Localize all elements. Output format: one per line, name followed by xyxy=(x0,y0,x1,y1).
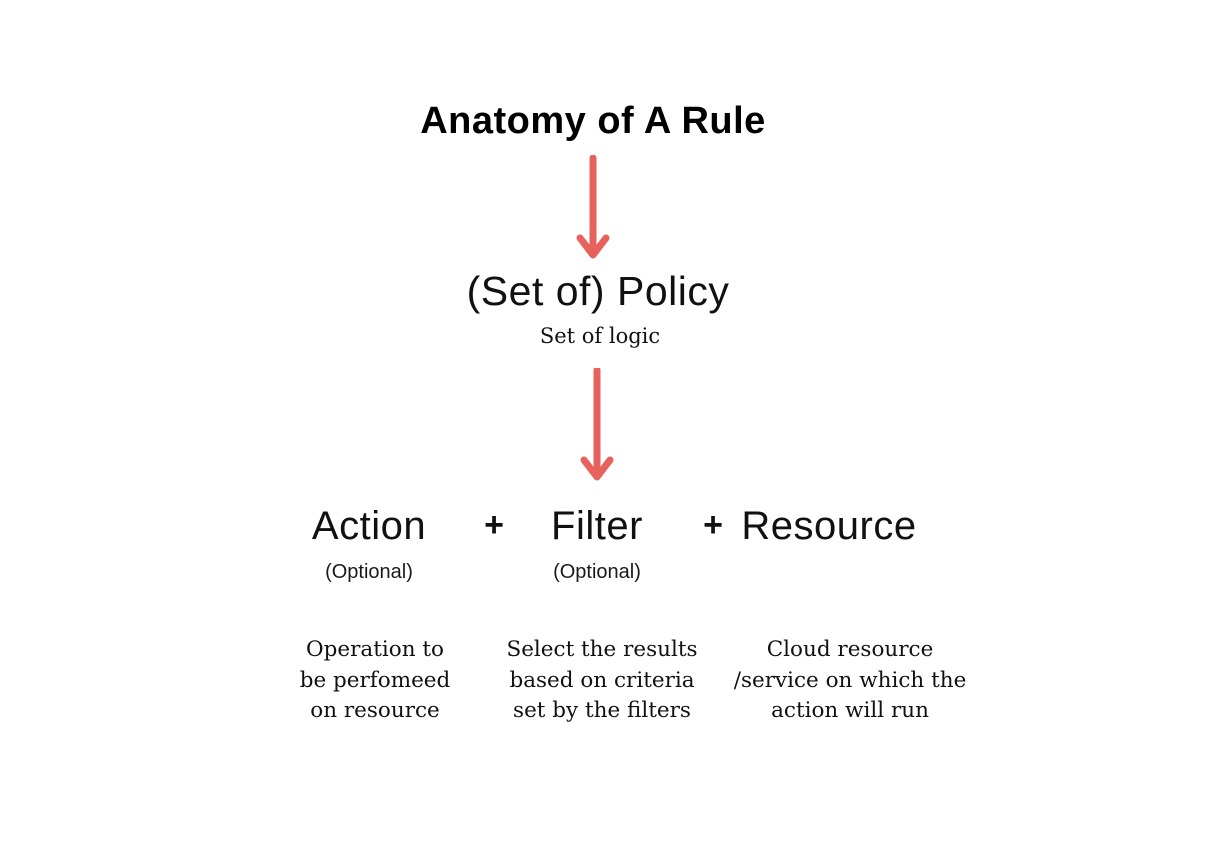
action-description: Operation to be perfomeed on resource xyxy=(299,637,451,723)
diagram-title: Anatomy of A Rule xyxy=(420,100,766,142)
action-optional-qualifier: (Optional) xyxy=(325,561,413,583)
component-action-label: Action xyxy=(311,504,427,548)
filter-description: Select the results based on criteria set… xyxy=(506,637,698,723)
plus-operator: + xyxy=(703,506,723,544)
component-resource-label: Resource xyxy=(741,504,917,548)
down-arrow-icon xyxy=(576,155,610,259)
plus-operator: + xyxy=(484,506,504,544)
policy-subheading: Set of logic xyxy=(539,324,661,348)
down-arrow-icon xyxy=(580,368,614,481)
filter-optional-qualifier: (Optional) xyxy=(553,561,641,583)
resource-description: Cloud resource /service on which the act… xyxy=(733,637,967,723)
policy-heading: (Set of) Policy xyxy=(466,268,730,314)
component-filter-label: Filter xyxy=(551,504,643,548)
